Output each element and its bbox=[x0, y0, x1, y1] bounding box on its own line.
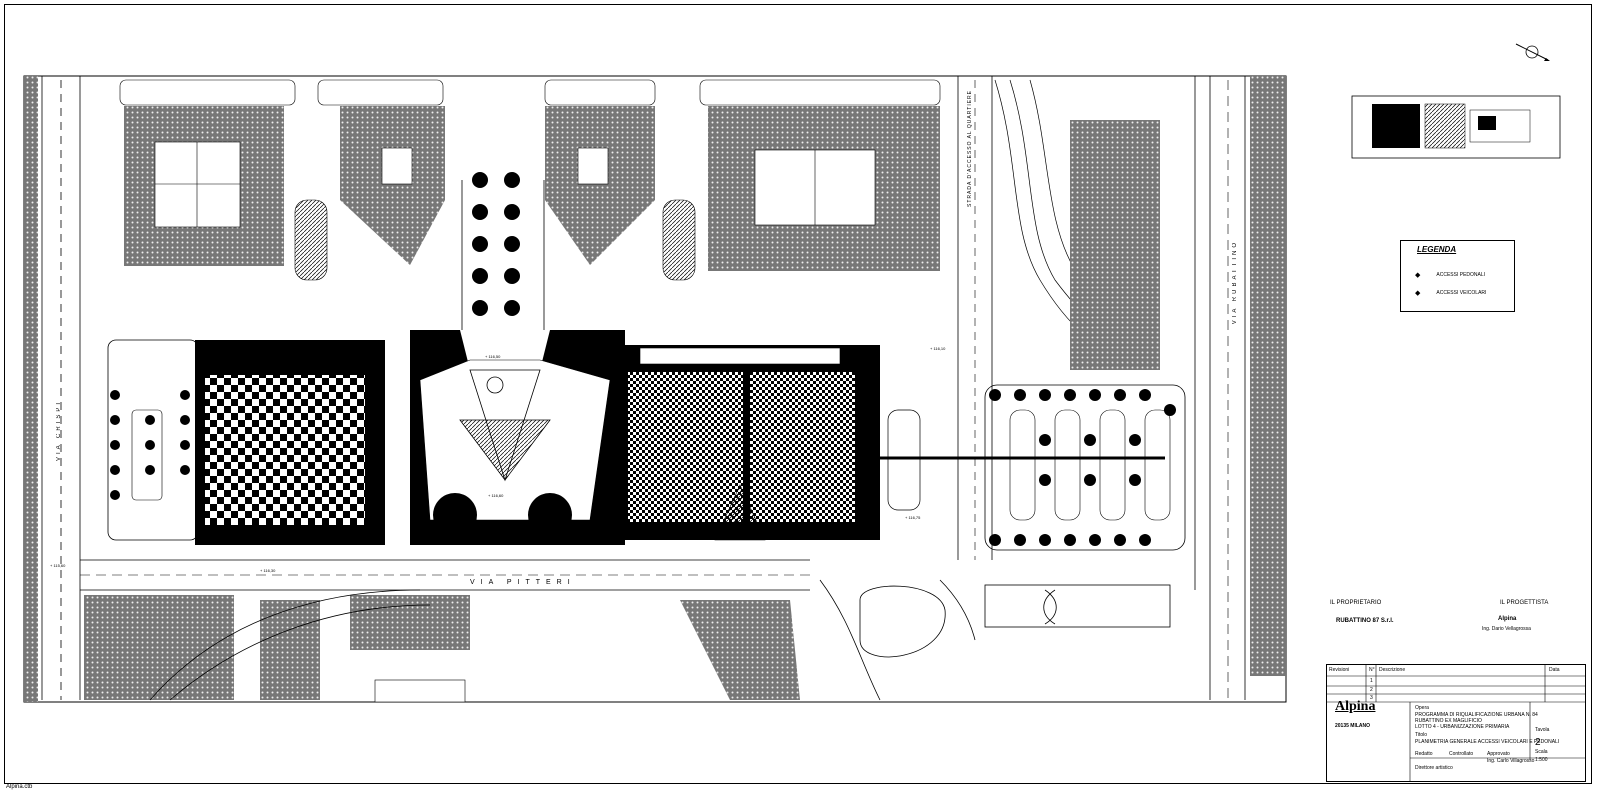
designer-engineer: Ing. Dario Vellagrossa bbox=[1482, 626, 1531, 632]
owner-heading: IL PROPRIETARIO bbox=[1330, 600, 1382, 606]
data-label: Data bbox=[1549, 667, 1560, 673]
east-strip-parking bbox=[887, 409, 921, 511]
legend-title: LEGENDA bbox=[1417, 245, 1457, 254]
footer-label: Alpina.ctb bbox=[6, 784, 33, 790]
opera-line: LOTTO 4 - URBANIZZAZIONE PRIMARIA bbox=[1415, 724, 1510, 730]
titolo-label: Titolo bbox=[1415, 732, 1428, 738]
elevation-label: + 116,60 bbox=[488, 493, 504, 498]
via-crispi-label: VIA CRISPI bbox=[56, 400, 62, 462]
legend-item-label: ACCESSI PEDONALI bbox=[1436, 272, 1486, 278]
legend-item-label: ACCESSI VEICOLARI bbox=[1436, 290, 1487, 296]
controllato-label: Controllato bbox=[1449, 751, 1474, 757]
n-label: N° bbox=[1369, 667, 1375, 673]
approvato-value: Ing. Carlo Villagrosso bbox=[1487, 758, 1535, 764]
north-arrow-icon bbox=[1515, 43, 1550, 61]
designer-firm: Alpina bbox=[1498, 616, 1517, 622]
elevation-label: + 115,60 bbox=[50, 563, 66, 568]
elevation-label: + 116,10 bbox=[930, 346, 946, 351]
rev-row: 2 bbox=[1370, 687, 1373, 693]
opera-line: RUBATTINO EX MAGLIFICIO bbox=[1415, 718, 1482, 724]
via-pitteri-road bbox=[80, 559, 810, 591]
residential-block-3 bbox=[544, 79, 696, 281]
key-plan bbox=[1351, 95, 1561, 159]
via-pitteri-label: VIA PITTERI bbox=[470, 579, 576, 586]
direttore-label: Direttore artistico bbox=[1415, 765, 1453, 771]
legend: LEGENDA ◆ ACCESSI PEDONALI ◆ ACCESSI VEI… bbox=[1400, 240, 1515, 312]
titolo-line: PLANIMETRIA GENERALE ACCESSI VEICOLARI E… bbox=[1415, 739, 1560, 745]
company-city: 20135 MILANO bbox=[1335, 723, 1371, 729]
legend-item: ◆ ACCESSI VEICOLARI bbox=[1415, 289, 1486, 297]
elevation-label: + 116,75 bbox=[905, 515, 921, 520]
strada-accesso-road bbox=[957, 76, 993, 560]
wavy-park bbox=[994, 79, 1160, 370]
opera-label: Opera bbox=[1415, 705, 1429, 711]
rev-row: 1 bbox=[1370, 678, 1373, 684]
main-building bbox=[195, 330, 880, 545]
residential-block-1 bbox=[119, 79, 296, 266]
opera-line: PROGRAMMA DI RIQUALIFICAZIONE URBANA N. … bbox=[1415, 712, 1538, 718]
title-block: Revisioni N° Descrizione Data 1 2 3 Alpi… bbox=[1326, 664, 1586, 782]
left-parking bbox=[107, 339, 199, 541]
right-parking bbox=[880, 384, 1186, 551]
redatto-label: Redatto bbox=[1415, 751, 1433, 757]
tavola-label: Tavola bbox=[1535, 727, 1550, 733]
vehicle-access-arrow-icon: ◆ bbox=[1415, 290, 1421, 297]
central-tree-avenue bbox=[461, 172, 545, 330]
drawing-frame bbox=[4, 4, 1592, 784]
pedestrian-access-arrow-icon: ◆ bbox=[1415, 272, 1421, 279]
residential-block-4 bbox=[699, 79, 941, 271]
title-block-grid bbox=[1326, 664, 1586, 782]
owner-name: RUBATTINO 87 S.r.l. bbox=[1336, 618, 1394, 624]
roundabout bbox=[819, 579, 1171, 701]
company-logo: Alpina bbox=[1335, 699, 1376, 714]
scala-value: 1:500 bbox=[1535, 757, 1548, 763]
scala-label: Scala bbox=[1535, 749, 1548, 755]
via-rubattino-road bbox=[1194, 76, 1286, 700]
via-rubattino-label: VIA RUBATTINO bbox=[1232, 240, 1238, 325]
tavola-value: 2 bbox=[1535, 737, 1541, 748]
legend-item: ◆ ACCESSI PEDONALI bbox=[1415, 271, 1485, 279]
approvato-label: Approvato bbox=[1487, 751, 1510, 757]
revisioni-label: Revisioni bbox=[1329, 667, 1350, 673]
elevation-label: + 116,30 bbox=[260, 568, 276, 573]
residential-block-2 bbox=[294, 79, 445, 281]
southern-blocks bbox=[84, 589, 800, 703]
descrizione-label: Descrizione bbox=[1379, 667, 1406, 673]
via-crispi-road bbox=[24, 76, 81, 702]
strada-accesso-label: STRADA D'ACCESSO AL QUARTIERE bbox=[967, 90, 973, 207]
designer-heading: IL PROGETTISTA bbox=[1500, 600, 1549, 606]
rev-row: 3 bbox=[1370, 695, 1373, 701]
elevation-label: + 116,50 bbox=[485, 354, 501, 359]
elevation-label: + 116,00 bbox=[265, 350, 281, 355]
